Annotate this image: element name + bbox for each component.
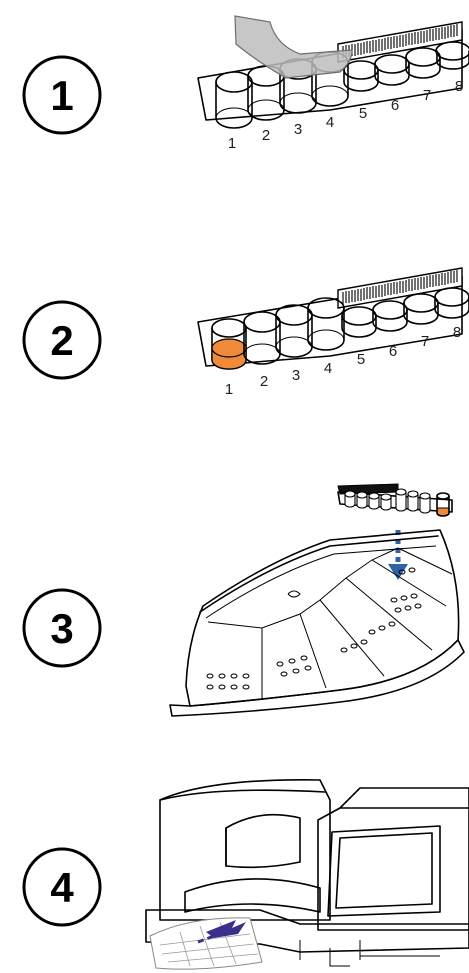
well-3 bbox=[275, 304, 313, 358]
well-2 bbox=[243, 311, 281, 365]
well-5 bbox=[343, 60, 379, 92]
well-label-3: 3 bbox=[292, 367, 300, 384]
well-label-2: 2 bbox=[260, 373, 268, 390]
rotor-segment bbox=[169, 529, 465, 717]
step-4-badge: 4 bbox=[22, 847, 102, 927]
well-8 bbox=[435, 41, 469, 70]
well-1 bbox=[215, 71, 253, 129]
well-label-3: 3 bbox=[294, 121, 302, 138]
step-4-number: 4 bbox=[50, 864, 74, 911]
well-label-1: 1 bbox=[225, 381, 233, 398]
well-label-2: 2 bbox=[262, 127, 270, 144]
step-4: 4 bbox=[22, 779, 469, 970]
rotor-drawer bbox=[149, 917, 263, 970]
well-label-6: 6 bbox=[391, 97, 399, 114]
well-label-7: 7 bbox=[423, 87, 431, 104]
well-labels-step-2: 1 2 3 4 5 6 7 8 bbox=[225, 324, 461, 398]
step-3: 3 bbox=[22, 483, 465, 717]
step-1-badge: 1 bbox=[22, 55, 102, 135]
wells-reagent bbox=[343, 41, 469, 92]
well-label-4: 4 bbox=[324, 360, 332, 377]
step-3-number: 3 bbox=[50, 605, 73, 652]
wells-reagent bbox=[341, 287, 469, 338]
well-label-7: 7 bbox=[421, 333, 429, 350]
barcode-label bbox=[337, 267, 463, 309]
well-labels-step-1: 1 2 3 4 5 6 7 8 bbox=[228, 78, 463, 152]
strip-base bbox=[197, 275, 463, 367]
step-3-badge: 3 bbox=[22, 588, 102, 668]
well-label-5: 5 bbox=[357, 351, 365, 368]
well-4 bbox=[307, 297, 345, 351]
insert-drawer-arrow bbox=[197, 920, 246, 944]
well-label-8: 8 bbox=[455, 78, 463, 95]
well-6 bbox=[372, 300, 408, 332]
step-2-badge: 2 bbox=[22, 300, 102, 380]
mini-reagent-strip bbox=[337, 483, 453, 517]
step-3-circle bbox=[22, 588, 102, 668]
reagent-strip-step-1: 1 2 3 4 5 6 7 8 bbox=[197, 15, 469, 152]
well-5 bbox=[341, 306, 377, 338]
step-2: 2 bbox=[22, 267, 469, 398]
well-label-5: 5 bbox=[359, 105, 367, 122]
step-1-circle bbox=[22, 55, 102, 135]
well-1-sample bbox=[211, 318, 247, 370]
well-label-1: 1 bbox=[228, 135, 236, 152]
barcode-label bbox=[337, 21, 463, 63]
well-8 bbox=[434, 287, 469, 319]
peeling-film bbox=[234, 15, 353, 79]
well-6 bbox=[374, 54, 410, 86]
step-2-circle bbox=[22, 300, 102, 380]
wells-empty bbox=[211, 297, 345, 370]
step-4-circle bbox=[22, 847, 102, 927]
well-label-4: 4 bbox=[326, 114, 334, 131]
step-2-number: 2 bbox=[50, 317, 73, 364]
well-label-6: 6 bbox=[389, 343, 397, 360]
step-1-number: 1 bbox=[50, 72, 73, 119]
well-7 bbox=[403, 293, 439, 325]
reagent-strip-step-2: 1 2 3 4 5 6 7 8 bbox=[197, 267, 469, 398]
step-1: 1 bbox=[22, 15, 469, 152]
display-screen bbox=[327, 825, 441, 917]
well-7 bbox=[405, 47, 441, 79]
well-label-8: 8 bbox=[453, 324, 461, 341]
